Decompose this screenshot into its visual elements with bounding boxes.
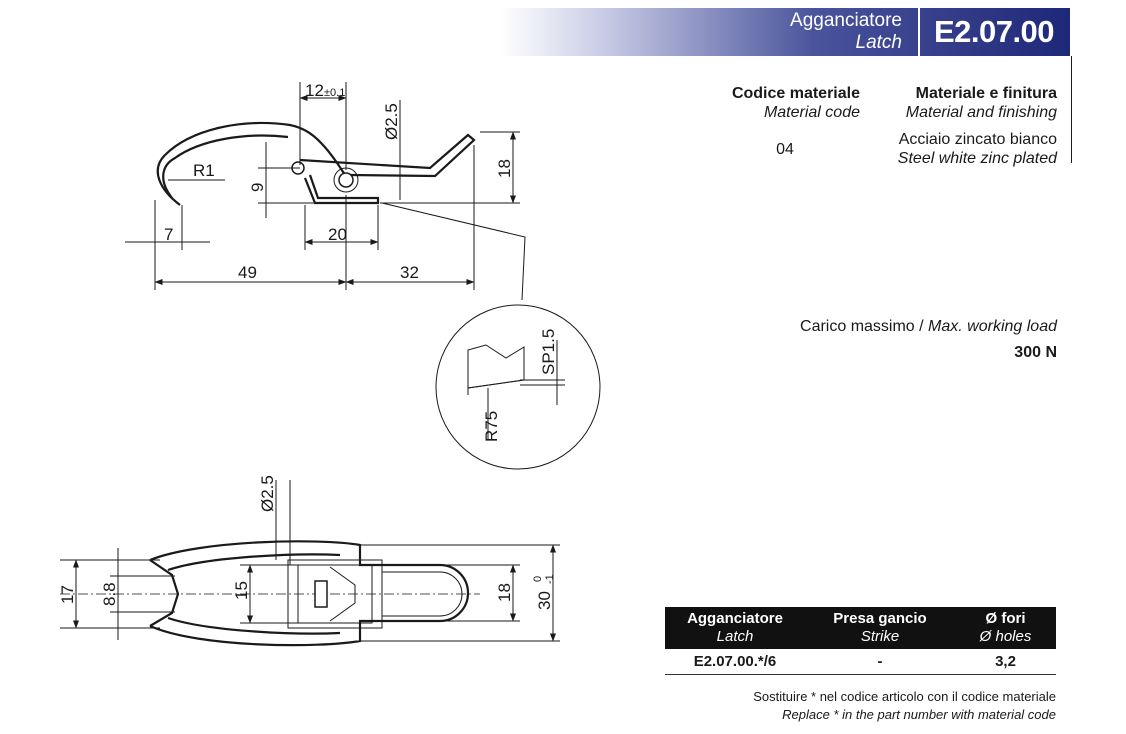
hook-tip [149, 559, 180, 627]
table-header-holes: Ø fori Ø holes [955, 607, 1056, 649]
dim-30-tol-upper: 0 [532, 576, 544, 582]
tab-shape [329, 566, 356, 622]
table-cell-holes: 3,2 [955, 649, 1056, 675]
table-header-row: Agganciatore Latch Presa gancio Strike Ø… [665, 607, 1056, 649]
code-box [918, 8, 1070, 56]
header-band [500, 8, 1070, 56]
wire-loop-inner [382, 571, 463, 617]
material-code-block: Codice materiale Material code [700, 84, 860, 122]
plate-inner [297, 564, 373, 624]
base-plate [303, 174, 380, 205]
table-header-latch-it: Agganciatore [687, 610, 783, 627]
top-view: Ø2.5 17 8.8 15 18 30 0 -1 [58, 475, 560, 647]
dim-49: 49 [238, 263, 257, 282]
title-english: Latch [855, 32, 902, 53]
material-finish-value-en: Steel white zinc plated [897, 150, 1057, 167]
table-cell-strike: - [805, 649, 955, 675]
dim-15: 15 [232, 581, 251, 600]
material-code-label-en: Material code [763, 104, 860, 121]
pivot-hole-right [338, 172, 354, 188]
detail-profile [467, 344, 525, 395]
side-view: 12 ±0.1 Ø2.5 18 R1 9 7 20 49 32 [125, 81, 526, 301]
dim-12: 12 [305, 81, 324, 100]
dim-sp1-5: SP1.5 [539, 329, 558, 375]
material-finish-label-en: Material and finishing [905, 104, 1057, 121]
table-header-latch: Agganciatore Latch [665, 607, 805, 649]
title-italian: Agganciatore [790, 10, 902, 31]
table-header-strike: Presa gancio Strike [805, 607, 955, 649]
center-slot [314, 580, 328, 608]
dim-dia-2-5-bottom: Ø2.5 [258, 475, 277, 512]
table-header-holes-en: Ø holes [979, 628, 1032, 645]
detail-view: SP1.5 R75 [435, 304, 601, 470]
right-rule [1071, 56, 1072, 163]
detail-edge [467, 379, 525, 389]
table-row: E2.07.00.*/6 - 3,2 [665, 649, 1056, 675]
plate-body [287, 559, 383, 629]
table-header-strike-it: Presa gancio [833, 610, 927, 627]
part-code: E2.07.00 [933, 14, 1055, 49]
material-finish-value-it: Acciaio zincato bianco [898, 131, 1057, 148]
wire-outer [149, 540, 470, 647]
max-load-label-en: Max. working load [928, 318, 1057, 335]
max-load-value: 300 N [1014, 344, 1057, 361]
substitution-note: Sostituire * nel codice articolo con il … [753, 688, 1056, 724]
table-header-strike-en: Strike [860, 628, 900, 645]
detail-circle [435, 304, 601, 470]
dim-20: 20 [328, 225, 347, 244]
material-code-label-it: Codice materiale [731, 85, 860, 102]
lever-upper [299, 133, 476, 178]
dim-18-bottom: 18 [495, 583, 514, 602]
dim-30-tol-lower: -1 [544, 574, 556, 584]
max-load-label: Carico massimo / Max. working load [760, 317, 1057, 336]
dim-r1: R1 [193, 161, 215, 180]
dim-9: 9 [248, 183, 267, 192]
material-finish-label-it: Materiale e finitura [915, 85, 1057, 102]
dim-32: 32 [400, 263, 419, 282]
table-header-holes-it: Ø fori [985, 610, 1026, 627]
hook-inner [162, 134, 289, 199]
table-cell-latch: E2.07.00.*/6 [665, 649, 805, 675]
hook-outer [156, 121, 346, 206]
dim-r75: R75 [482, 411, 501, 442]
note-english: Replace * in the part number with materi… [782, 707, 1056, 722]
material-code-value: 04 [776, 141, 794, 158]
dim-7: 7 [164, 225, 173, 244]
dim-12-tolerance: ±0.1 [324, 87, 345, 99]
max-load-label-it: Carico massimo / [800, 318, 929, 335]
dim-8-8: 8.8 [100, 582, 119, 606]
material-finish-block: Materiale e finitura Material and finish… [870, 84, 1057, 122]
dim-dia-2-5-top: Ø2.5 [382, 103, 401, 140]
detail-leader [381, 202, 526, 301]
table-header-latch-en: Latch [716, 628, 754, 645]
dim-30: 30 [535, 591, 554, 610]
wire-inner [167, 553, 341, 635]
material-finish-value: Acciaio zincato bianco Steel white zinc … [870, 130, 1057, 168]
spec-table: Agganciatore Latch Presa gancio Strike Ø… [665, 607, 1056, 675]
dim-18-side: 18 [495, 159, 514, 178]
dim-17: 17 [58, 585, 77, 604]
header-title: Agganciatore Latch [790, 10, 902, 54]
note-italian: Sostituire * nel codice articolo con il … [753, 689, 1056, 704]
